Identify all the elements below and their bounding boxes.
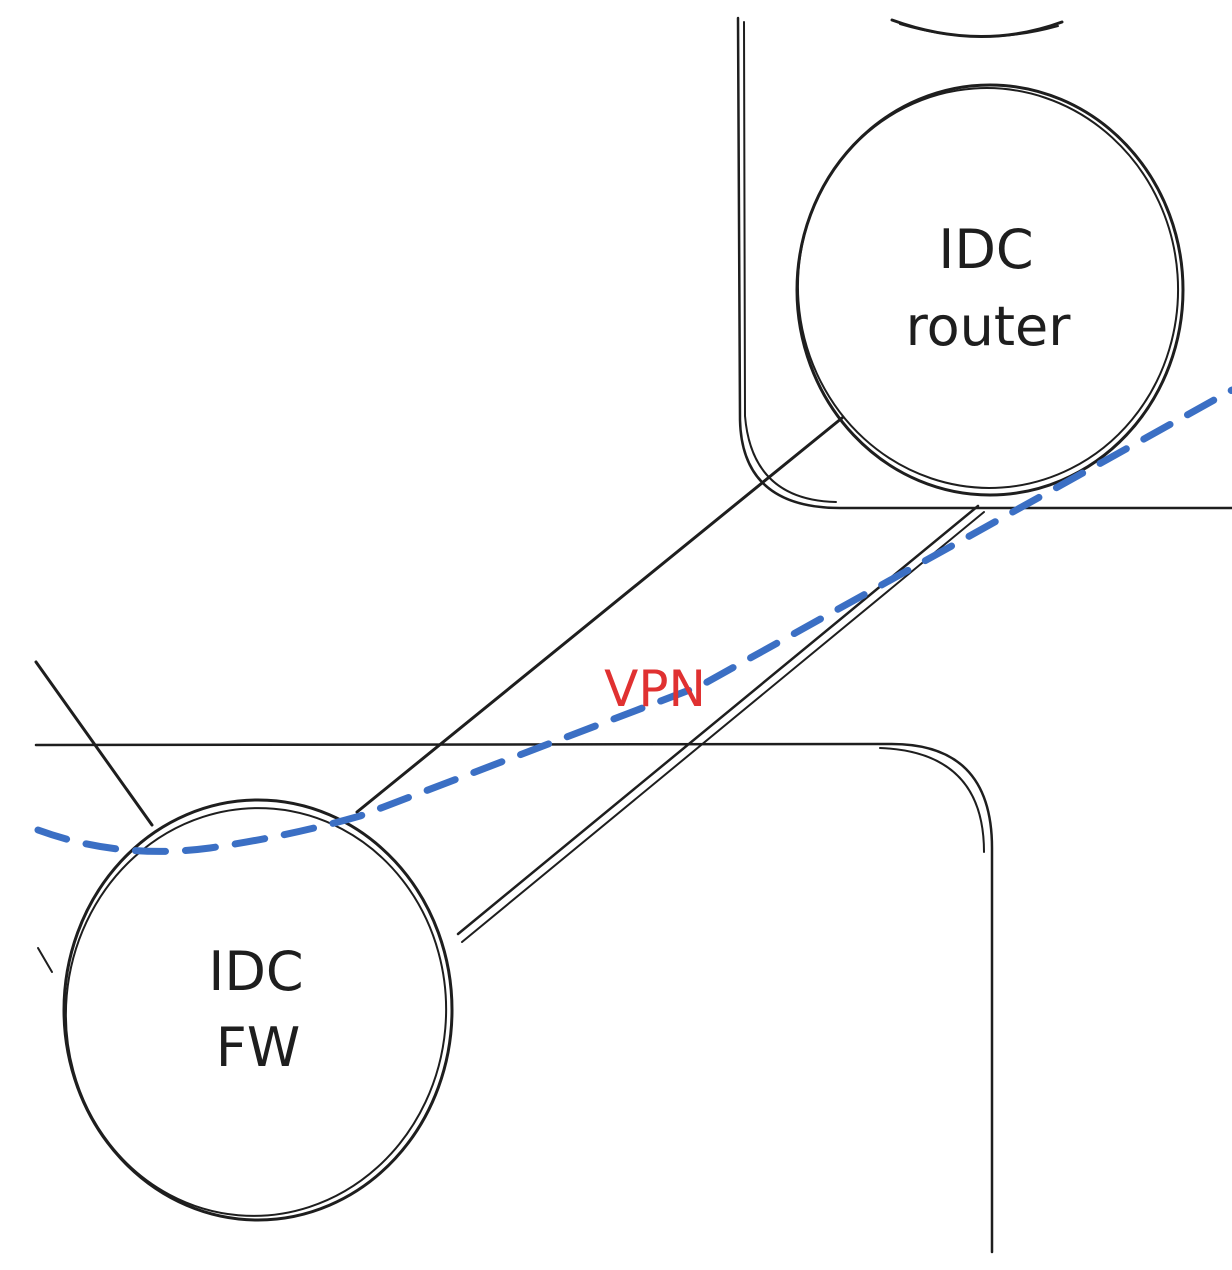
idc-container-bottom (34, 742, 994, 1254)
idc-router-node[interactable]: IDC router (785, 75, 1192, 501)
idc-fw-label-line1: IDC (208, 940, 303, 1003)
idc-container-top (736, 16, 1232, 510)
left-connector-line (34, 660, 154, 827)
idc-router-label-line2: router (906, 295, 1072, 358)
idc-router-label-line1: IDC (938, 218, 1033, 281)
vpn-label: VPN (604, 660, 706, 718)
idc-fw-node[interactable]: IDC FW (49, 792, 463, 1232)
vpn-tunnel-line (34, 386, 1232, 855)
idc-fw-label-line2: FW (216, 1016, 300, 1079)
